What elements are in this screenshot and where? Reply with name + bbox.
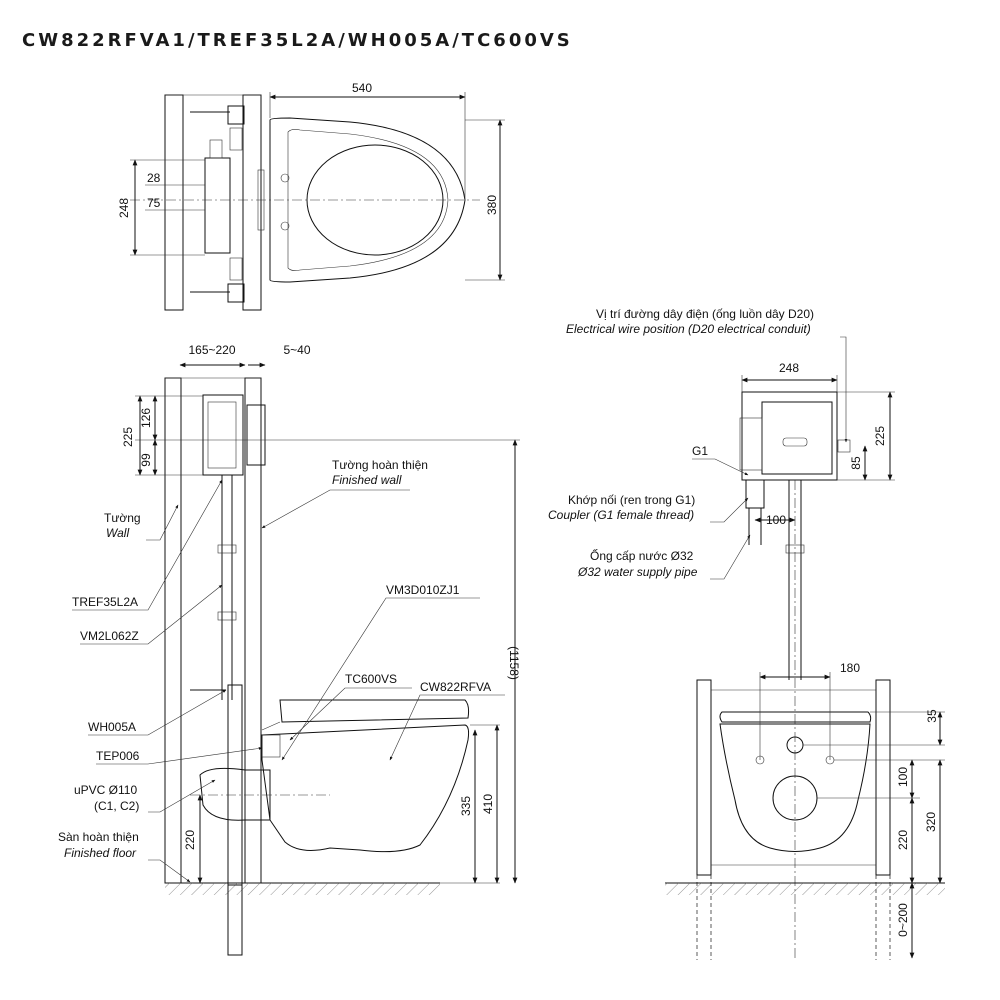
dim-248-front: 248 xyxy=(779,361,799,375)
label-electrical-vi: Vị trí đường dây điện (ống luồn dây D20) xyxy=(596,307,814,321)
dim-225-front: 225 xyxy=(873,426,887,446)
label-tc600vs: TC600VS xyxy=(345,672,397,686)
label-tref35l2a: TREF35L2A xyxy=(72,595,138,609)
label-finished-wall-en: Finished wall xyxy=(332,473,402,487)
dim-225-side: 225 xyxy=(121,427,135,447)
label-wh005a: WH005A xyxy=(88,720,136,734)
dim-126: 126 xyxy=(139,408,153,428)
side-frame-leg xyxy=(227,684,243,886)
label-tep006: TEP006 xyxy=(96,749,140,763)
label-finished-wall-vi: Tường hoàn thiện xyxy=(332,458,428,472)
label-wall-en: Wall xyxy=(106,526,129,540)
dim-220-front: 220 xyxy=(896,830,910,850)
dim-99: 99 xyxy=(139,453,153,467)
label-cw822rfva: CW822RFVA xyxy=(420,680,491,694)
front-view: Vị trí đường dây điện (ống luồn dây D20)… xyxy=(548,307,945,960)
front-seat xyxy=(719,711,872,723)
top-wall-left xyxy=(164,94,184,311)
dim-5-40: 5~40 xyxy=(283,343,310,357)
side-wall-left xyxy=(164,377,182,884)
dim-248-top: 248 xyxy=(117,198,131,218)
dim-35: 35 xyxy=(925,709,939,723)
label-upvc-line1: uPVC Ø110 xyxy=(74,783,137,797)
front-frame-left xyxy=(696,679,712,876)
dim-220-side: 220 xyxy=(183,830,197,850)
side-flush-plate xyxy=(246,404,266,466)
front-frame-right xyxy=(875,679,891,876)
label-pipe-en: Ø32 water supply pipe xyxy=(577,565,698,579)
dim-540: 540 xyxy=(352,81,372,95)
dim-320: 320 xyxy=(924,812,938,832)
label-finished-floor-vi: Sàn hoàn thiện xyxy=(58,830,139,844)
dim-28: 28 xyxy=(147,171,161,185)
front-cistern xyxy=(741,391,838,481)
side-toilet-seat xyxy=(279,699,470,723)
label-finished-floor-en: Finished floor xyxy=(64,846,137,860)
label-vm2l062z: VM2L062Z xyxy=(80,629,139,643)
label-coupler-vi: Khớp nối (ren trong G1) xyxy=(568,493,695,507)
label-wall-vi: Tường xyxy=(104,511,141,525)
side-toilet-bowl xyxy=(261,724,470,853)
dim-100-front-top: 100 xyxy=(766,513,786,527)
dim-0-200: 0~200 xyxy=(896,903,910,937)
label-upvc-line2: (C1, C2) xyxy=(94,799,139,813)
front-coupler xyxy=(745,479,765,509)
top-cistern xyxy=(204,157,231,254)
dim-380: 380 xyxy=(485,195,499,215)
label-coupler-en: Coupler (G1 female thread) xyxy=(548,508,694,522)
label-pipe-vi: Ống cấp nước Ø32 xyxy=(590,548,694,563)
drawing-title: CW822RFVA1/TREF35L2A/WH005A/TC600VS xyxy=(22,30,573,51)
top-view: 540 380 248 28 75 xyxy=(117,81,505,311)
dim-165-220: 165~220 xyxy=(188,343,235,357)
side-drain-pipe xyxy=(199,767,271,821)
label-g1: G1 xyxy=(692,444,708,458)
dim-100-front: 100 xyxy=(896,767,910,787)
dim-1158: (1158) xyxy=(507,646,521,680)
dim-75: 75 xyxy=(147,196,161,210)
dim-180: 180 xyxy=(840,661,860,675)
side-view: 165~220 5~40 225 126 99 (1158) 335 410 2… xyxy=(58,343,521,956)
dim-335: 335 xyxy=(459,796,473,816)
dim-85: 85 xyxy=(849,456,863,470)
side-cistern xyxy=(202,394,244,476)
label-vm3d010zj1: VM3D010ZJ1 xyxy=(386,583,460,597)
front-bowl xyxy=(719,723,871,852)
top-toilet-outline xyxy=(269,117,466,283)
label-electrical-en: Electrical wire position (D20 electrical… xyxy=(566,322,811,336)
dim-410: 410 xyxy=(481,794,495,814)
